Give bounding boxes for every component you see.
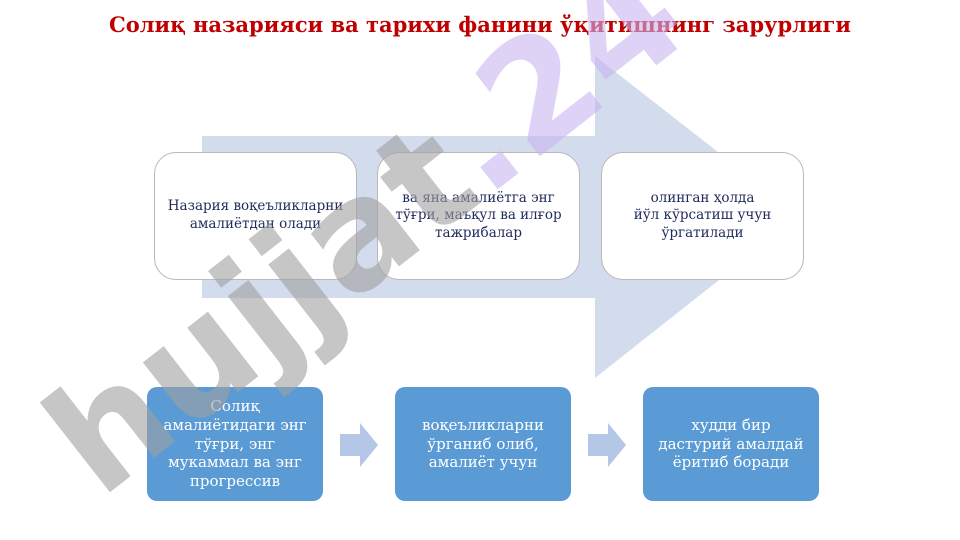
- bottom-box-2-text: воқеъликларни ўрганиб олиб, амалиёт учун: [422, 415, 544, 472]
- page-title: Солиқ назарияси ва тарихи фанини ўқитишн…: [109, 12, 851, 37]
- top-box-3-text: олинган ҳолда йўл кўрсатиш учун ўргатила…: [633, 189, 772, 241]
- bottom-box-3: худди бир дастурий амалдай ёритиб боради: [643, 387, 819, 501]
- top-box-1: Назария воқеъликларни амалиётдан олади: [154, 152, 357, 280]
- right-arrow-icon: [340, 423, 378, 467]
- bottom-box-3-text: худди бир дастурий амалдай ёритиб боради: [658, 415, 804, 472]
- bottom-box-1: Солиқ амалиётидаги энг тўғри, энг мукамм…: [147, 387, 323, 501]
- top-box-1-text: Назария воқеъликларни амалиётдан олади: [167, 198, 344, 232]
- top-box-2: ва яна амалиётга энг тўғри, маъқул ва ил…: [377, 152, 580, 280]
- top-box-2-text: ва яна амалиётга энг тўғри, маъқул ва ил…: [395, 189, 562, 241]
- bottom-box-1-text: Солиқ амалиётидаги энг тўғри, энг мукамм…: [163, 397, 307, 491]
- bottom-box-2: воқеъликларни ўрганиб олиб, амалиёт учун: [395, 387, 571, 501]
- top-box-3: олинган ҳолда йўл кўрсатиш учун ўргатила…: [601, 152, 804, 280]
- right-arrow-icon: [588, 423, 626, 467]
